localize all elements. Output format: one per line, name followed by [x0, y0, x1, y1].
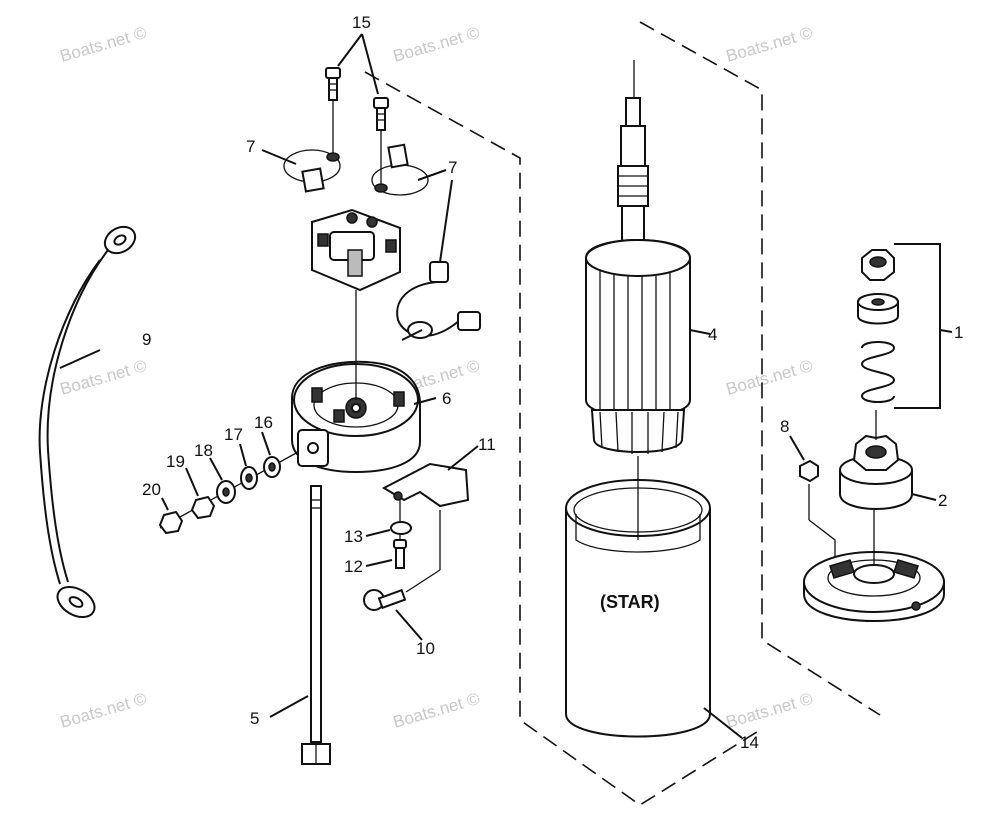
housing-label: (STAR) — [600, 592, 660, 612]
brush-holder — [311, 208, 401, 292]
terminal-hardware-16-20 — [158, 431, 299, 535]
watermark: Boats.net © — [58, 23, 149, 66]
part-4-armature — [585, 60, 711, 454]
watermark: Boats.net © — [391, 23, 482, 66]
label-part-11: 11 — [478, 435, 496, 454]
label-part-14: 14 — [740, 733, 759, 752]
watermark: Boats.net © — [58, 689, 149, 732]
watermark: Boats.net © — [724, 689, 815, 732]
label-part-5: 5 — [250, 709, 259, 728]
label-part-13: 13 — [344, 527, 363, 546]
watermark: Boats.net © — [724, 356, 815, 399]
label-part-7-left: 7 — [246, 137, 255, 156]
part-2-pinion-gear — [839, 410, 937, 510]
part-labels: 15 7 7 4 1 9 6 8 16 17 18 19 20 11 2 13 … — [142, 13, 963, 752]
label-part-17: 17 — [224, 425, 243, 444]
label-part-7-right: 7 — [448, 158, 457, 177]
part-6-end-cap — [291, 290, 437, 474]
part-14-motor-housing: (STAR) — [565, 456, 743, 739]
field-lead-wire — [396, 179, 481, 341]
part-7-brush-springs — [261, 143, 447, 196]
label-part-16: 16 — [254, 413, 273, 432]
label-part-20: 20 — [142, 480, 161, 499]
label-part-18: 18 — [194, 441, 213, 460]
part-9-ground-cable — [38, 225, 137, 619]
part-1-drive-hardware — [857, 243, 953, 409]
parts-12-13-10-fasteners — [363, 510, 441, 641]
part-8-nut — [789, 435, 836, 560]
label-part-15: 15 — [352, 13, 371, 32]
part-11-bracket — [381, 445, 479, 560]
drive-end-plate — [803, 510, 945, 622]
label-part-12: 12 — [344, 557, 363, 576]
label-part-1: 1 — [954, 323, 963, 342]
label-part-19: 19 — [166, 452, 185, 471]
assembly-dashed-outlines — [364, 21, 881, 806]
part-15-screws — [325, 33, 389, 190]
part-5-through-bolt — [269, 485, 331, 765]
label-part-9: 9 — [142, 330, 151, 349]
watermark: Boats.net © — [391, 689, 482, 732]
watermark: Boats.net © — [724, 23, 815, 66]
label-part-8: 8 — [780, 417, 789, 436]
label-part-4: 4 — [708, 325, 717, 344]
label-part-6: 6 — [442, 389, 451, 408]
label-part-2: 2 — [938, 491, 947, 510]
label-part-10: 10 — [416, 639, 435, 658]
